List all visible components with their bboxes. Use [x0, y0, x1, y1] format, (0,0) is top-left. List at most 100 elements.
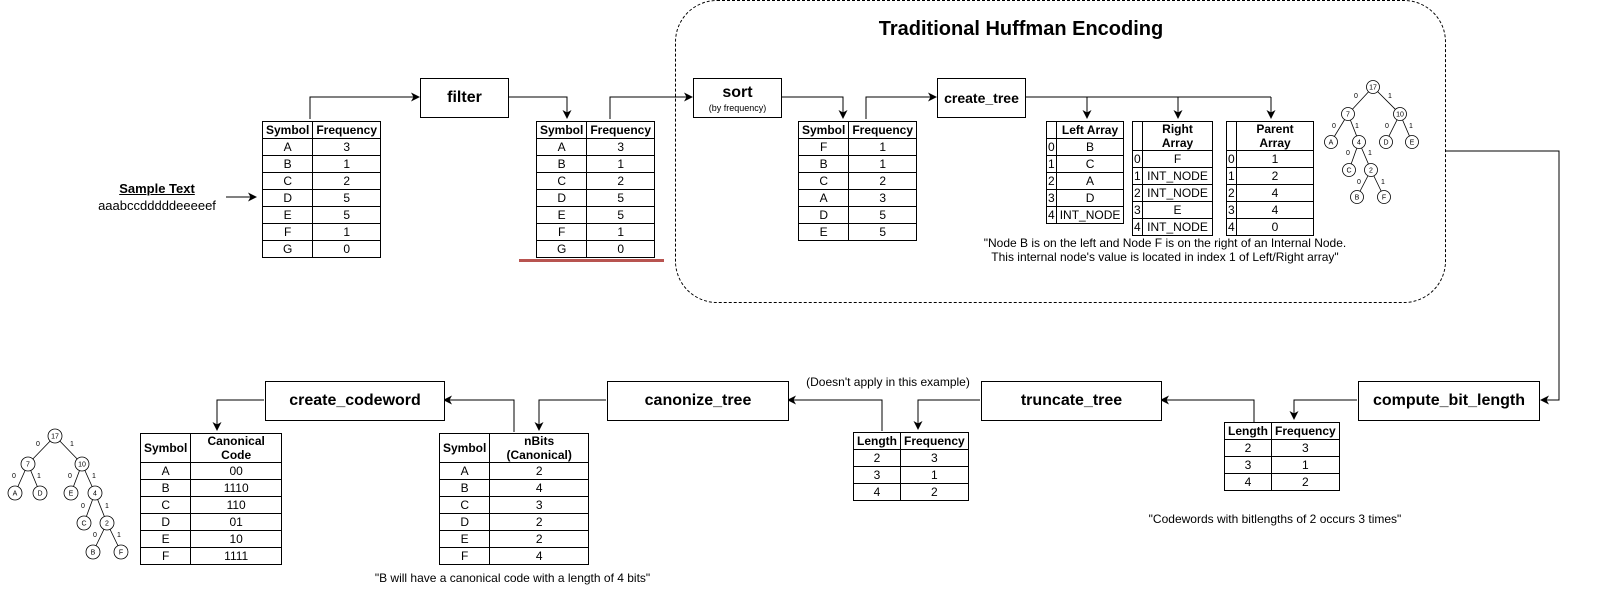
sort-step-sublabel: (by frequency) — [708, 102, 767, 113]
region-title: Traditional Huffman Encoding — [878, 18, 1164, 40]
cell: G — [535, 240, 588, 258]
col-header: Frequency — [312, 121, 382, 139]
cell: 4 — [489, 547, 589, 565]
col-header: Frequency — [900, 432, 969, 450]
bitlength-note: "Codewords with bitlengths of 2 occurs 3… — [1148, 512, 1402, 526]
cell: 4 — [1236, 201, 1314, 219]
edge-label: 1 — [37, 473, 41, 480]
cell: F — [261, 223, 314, 241]
cell: 5 — [586, 189, 656, 207]
cell: C — [1055, 155, 1125, 173]
tree-node — [1405, 135, 1419, 149]
tree-node-label: 2 — [105, 521, 109, 528]
tree-node — [1324, 135, 1338, 149]
index-cell: 0 — [1226, 150, 1237, 168]
truncate-tree-step: truncate_tree — [981, 381, 1162, 421]
truncate-tree-step-label: truncate_tree — [1020, 392, 1123, 409]
cell: D — [1055, 189, 1125, 207]
index-header — [1132, 121, 1143, 151]
cell: 4 — [489, 479, 589, 497]
edge-label: 0 — [81, 503, 85, 510]
tree-node — [1350, 190, 1364, 204]
cell: INT_NODE — [1055, 206, 1125, 224]
cell: 3 — [848, 189, 918, 207]
cell: 1 — [586, 155, 656, 173]
cell: 5 — [848, 223, 918, 241]
tree-node-label: 10 — [1396, 112, 1404, 119]
tree-node — [74, 456, 90, 472]
cell: B — [535, 155, 588, 173]
sort-step-label: sort — [722, 83, 753, 101]
tree-node — [87, 485, 103, 501]
tree-node — [85, 544, 101, 560]
canonize-tree-step: canonize_tree — [607, 381, 789, 421]
cell: 2 — [312, 172, 382, 190]
cell: 2 — [1236, 167, 1314, 185]
cell: 0 — [586, 240, 656, 258]
arrow-truncate-to-table — [913, 399, 980, 430]
huffman-tree-bottom: 0 1 0 1 0 1 0 1 0 1 17 7 10 A D E 4 C 2 … — [7, 428, 129, 560]
tree-node-label: A — [1329, 140, 1334, 147]
cell: 1 — [848, 138, 918, 156]
tree-node — [1377, 190, 1391, 204]
cell: E — [438, 530, 491, 548]
tree-node — [1341, 107, 1355, 121]
edge-label: 1 — [1355, 123, 1359, 130]
sample-text-value: aaabccdddddeeeeef — [98, 198, 216, 213]
cell: C — [797, 172, 850, 190]
edge-label: 0 — [1332, 123, 1336, 130]
arrow-canonize-to-table — [534, 399, 606, 431]
tree-node — [1379, 135, 1393, 149]
edge-label: 1 — [117, 532, 121, 539]
tree-node-label: B — [1355, 195, 1360, 202]
index-cell: 4 — [1132, 218, 1143, 236]
cell: 3 — [312, 138, 382, 156]
cell: C — [438, 496, 491, 514]
tree-node-label: 2 — [1369, 168, 1373, 175]
index-cell: 1 — [1132, 167, 1143, 185]
create-tree-step-label: create_tree — [944, 90, 1019, 106]
edge-label: 1 — [1368, 150, 1372, 157]
tree-node — [1366, 80, 1380, 94]
tree-node — [32, 485, 48, 501]
arrow-truncated-to-canonize — [787, 395, 883, 431]
cell: 0 — [312, 240, 382, 258]
cell: E — [797, 223, 850, 241]
tree-node — [1393, 107, 1407, 121]
col-header: Left Array — [1055, 121, 1125, 139]
cell: B — [797, 155, 850, 173]
index-cell: 2 — [1226, 184, 1237, 202]
cell: A — [1055, 172, 1125, 190]
compute-bit-length-step-label: compute_bit_length — [1372, 392, 1525, 409]
tree-node-label: F — [1382, 195, 1386, 202]
